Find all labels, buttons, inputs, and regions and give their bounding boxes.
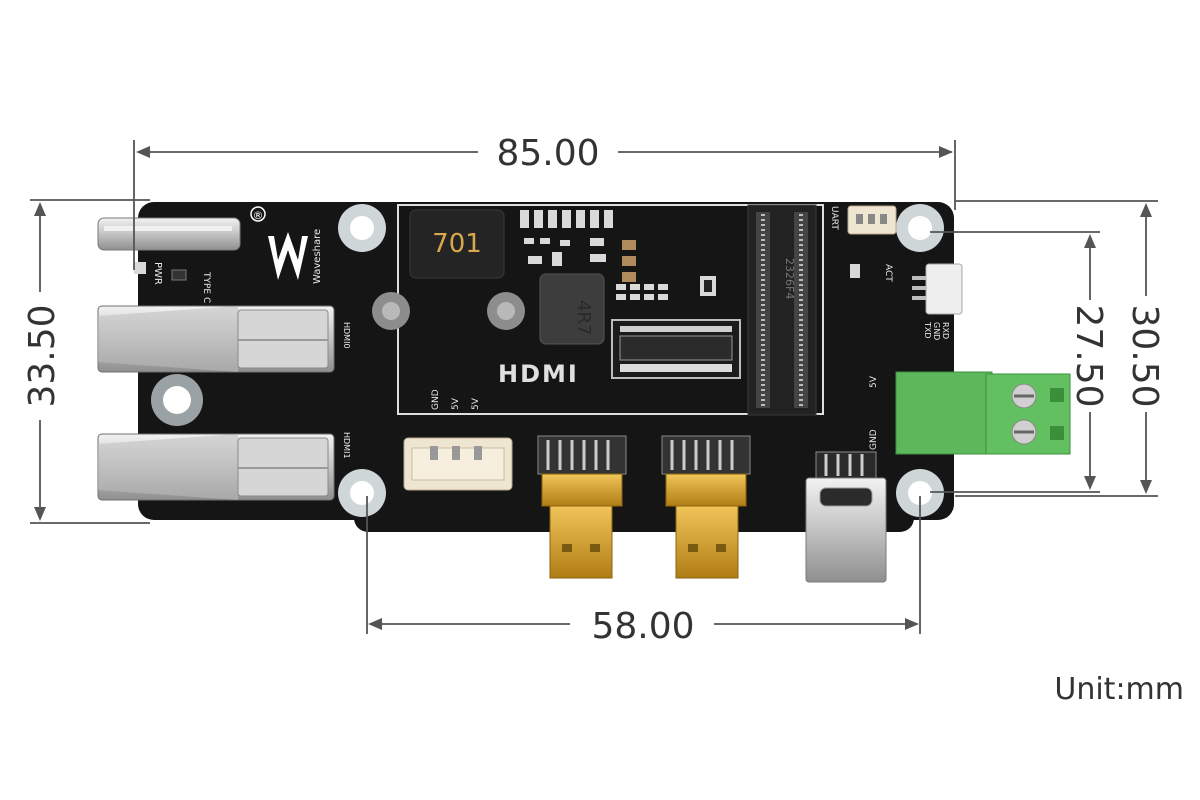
dim-label-30: 30.50 xyxy=(1124,304,1165,407)
micro-hdmi-plug-1 xyxy=(537,435,627,579)
silk-rxd: RXD xyxy=(941,322,950,339)
silk-type-c: TYPE C xyxy=(201,271,211,303)
dim-label-85: 85.00 xyxy=(496,133,599,174)
arrow-85-left xyxy=(136,146,150,158)
mounting-hole-top-left xyxy=(338,204,386,252)
silk-pwr: PWR xyxy=(152,262,163,285)
arrow-33-top xyxy=(34,202,46,216)
silk-hdmi1: HDMI1 xyxy=(342,432,351,459)
arrow-30-bottom xyxy=(1140,480,1152,494)
inductor-marking: 701 xyxy=(432,229,482,259)
silk-5v-b: 5V xyxy=(471,397,481,410)
usb-c-power-connector xyxy=(97,217,241,251)
power-header xyxy=(403,437,513,491)
silk-gnd-header: GND xyxy=(431,389,441,410)
module-socket: 2326F4 xyxy=(747,204,817,416)
silk-5v-a: 5V xyxy=(451,397,461,410)
uart-side-connector xyxy=(912,263,963,315)
silk-gnd-uart: GND xyxy=(932,322,941,340)
hdmi-logo: HDMI xyxy=(498,360,579,388)
unit-label: Unit:mm xyxy=(1054,672,1184,707)
uart-connector xyxy=(847,205,897,235)
hdmi0-connector xyxy=(97,305,335,373)
silk-hdmi0: HDMI0 xyxy=(342,322,351,349)
power-terminal-block xyxy=(895,371,1071,455)
silk-5v-terminal: 5V xyxy=(869,375,879,388)
dim-label-58: 58.00 xyxy=(591,606,694,647)
standoff-right xyxy=(487,292,525,330)
standoff-left xyxy=(372,292,410,330)
dim-label-27: 27.50 xyxy=(1068,304,1109,407)
mounting-holes xyxy=(151,204,944,517)
mounting-hole-bottom-left xyxy=(338,469,386,517)
silk-gnd-terminal: GND xyxy=(869,429,879,450)
registered-mark: ® xyxy=(253,209,264,222)
brand-name: Waveshare xyxy=(312,229,323,284)
left-silkscreen: TYPE C PWR HDMI0 HDMI1 xyxy=(152,262,351,459)
arrow-33-bottom xyxy=(34,507,46,521)
dim-label-33: 33.50 xyxy=(22,304,63,407)
usb-c-plug xyxy=(805,451,887,583)
silk-txd: TXD xyxy=(923,321,932,339)
dimension-arrows xyxy=(34,146,1152,630)
waveshare-logo: ® Waveshare xyxy=(250,206,323,284)
arrow-27-bottom xyxy=(1084,476,1096,490)
mounting-hole-bottom-right xyxy=(896,469,944,517)
mounting-hole-left-middle xyxy=(151,374,203,426)
dimension-lines xyxy=(30,140,1158,634)
hdmi1-connector xyxy=(97,433,335,501)
silk-uart: UART xyxy=(829,206,839,230)
pwr-led xyxy=(134,262,187,281)
registered-mark-badge xyxy=(250,206,266,222)
arrow-30-top xyxy=(1140,203,1152,217)
arrow-58-left xyxy=(368,618,382,630)
act-led xyxy=(850,264,860,278)
inductor-701: 701 xyxy=(409,209,505,279)
arrow-58-right xyxy=(905,618,919,630)
smd-components xyxy=(520,210,716,300)
mounting-hole-top-right xyxy=(896,204,944,252)
micro-hdmi-plug-2 xyxy=(661,435,751,579)
inductor-4r7: 4R7 xyxy=(539,273,605,345)
socket-marking: 2326F4 xyxy=(783,258,796,299)
fpc-connector xyxy=(611,319,741,379)
arrow-27-top xyxy=(1084,234,1096,248)
inductor-marking-2: 4R7 xyxy=(573,300,594,335)
silk-act: ACT xyxy=(883,264,893,282)
arrow-85-right xyxy=(939,146,953,158)
